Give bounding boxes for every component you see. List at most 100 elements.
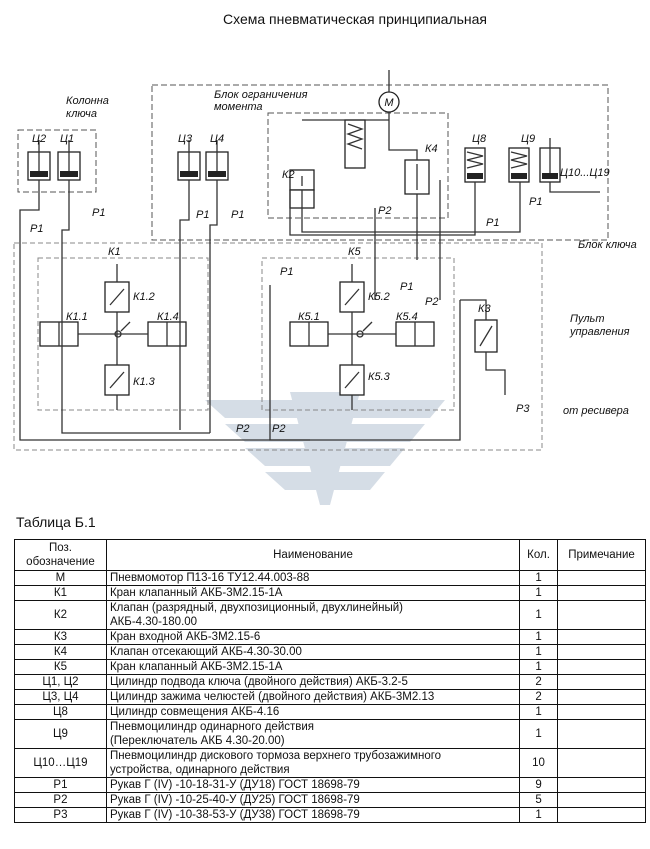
cell-name: Рукав Г (IV) -10-25-40-У (ДУ25) ГОСТ 186… — [105, 792, 521, 808]
cylinder-c10-c19 — [539, 138, 561, 183]
schematic-title: Схема пневматическая принципиальная — [223, 11, 487, 27]
svg-text:M: M — [384, 97, 394, 109]
cell-qty: 5 — [519, 792, 559, 808]
label-c3: Ц3 — [178, 133, 193, 145]
cylinder-c9 — [508, 147, 530, 183]
label-pult-l1: Пульт — [570, 313, 605, 325]
valve-k3 — [474, 319, 498, 353]
label-k4: К4 — [425, 143, 438, 155]
label-c10: Ц10...Ц19 — [560, 167, 610, 179]
valve-k5-3 — [339, 364, 365, 396]
cell-pos: Ц3, Ц4 — [14, 689, 107, 705]
cell-note — [557, 719, 646, 749]
label-c1: Ц1 — [60, 133, 74, 145]
cell-qty: 1 — [519, 570, 559, 586]
cell-name: Клапан отсекающий АКБ-4.30-30.00 — [105, 644, 521, 660]
cylinder-c3 — [177, 140, 201, 181]
pipelines — [19, 70, 600, 441]
cell-name: Цилиндр подвода ключа (двойного действия… — [105, 674, 521, 690]
label-c8: Ц8 — [472, 133, 487, 145]
cell-pos: К4 — [14, 644, 107, 660]
valve-k1-2 — [104, 281, 130, 313]
cell-pos: Ц1, Ц2 — [14, 674, 107, 690]
table-caption: Таблица Б.1 — [16, 514, 96, 530]
cell-qty: 1 — [519, 585, 559, 601]
cell-pos: Ц10…Ц19 — [14, 748, 107, 778]
label-p2-a: Р2 — [378, 205, 391, 217]
cell-qty: 1 — [519, 600, 559, 630]
label-c9: Ц9 — [521, 133, 535, 145]
cell-note — [557, 644, 646, 660]
cell-qty: 1 — [519, 629, 559, 645]
blok-ogranicheniya-outline — [267, 112, 449, 219]
label-k11: К1.1 — [66, 311, 88, 323]
motor-m: M — [378, 91, 400, 113]
label-c4: Ц4 — [210, 133, 224, 145]
label-k1: К1 — [108, 246, 121, 258]
label-p1-b: Р1 — [92, 207, 105, 219]
label-k13: К1.3 — [133, 376, 156, 388]
label-p1-a: Р1 — [30, 223, 43, 235]
cell-name: Кран клапанный АКБ-3М2.15-1А — [105, 659, 521, 675]
cell-pos: Р2 — [14, 792, 107, 808]
valve-k1-3 — [104, 364, 130, 396]
label-blok-klyucha: Блок ключа — [578, 239, 637, 251]
cell-qty: 1 — [519, 704, 559, 720]
table-header-row: Поз. обозначение Наименование Кол. Приме… — [14, 539, 646, 571]
label-p2-b: Р2 — [425, 296, 438, 308]
label-p1-g: Р1 — [280, 266, 293, 278]
label-pult-l2: управления — [569, 326, 630, 338]
label-k52: К5.2 — [368, 291, 390, 303]
cell-note — [557, 689, 646, 705]
cell-note — [557, 777, 646, 793]
label-k3: К3 — [478, 303, 491, 315]
cell-pos: Ц9 — [14, 719, 107, 749]
cell-name: Пневмоцилиндр одинарного действия (Перек… — [105, 719, 521, 749]
handle-k5 — [356, 321, 373, 338]
label-k54: К5.4 — [396, 311, 418, 323]
cell-note — [557, 704, 646, 720]
k1-group-outline — [37, 257, 209, 411]
header-note: Примечание — [557, 539, 646, 571]
cell-qty: 1 — [519, 644, 559, 660]
kolonna-block-outline — [17, 129, 97, 193]
label-k14: К1.4 — [157, 311, 179, 323]
cell-note — [557, 674, 646, 690]
cell-qty: 2 — [519, 689, 559, 705]
label-kolonna-l1: Колонна — [66, 95, 109, 107]
cell-name: Пневмомотор П13-16 ТУ12.44.003-88 — [105, 570, 521, 586]
cell-name: Кран клапанный АКБ-3М2.15-1А — [105, 585, 521, 601]
cell-qty: 9 — [519, 777, 559, 793]
control-panel-outline-left — [13, 242, 543, 451]
label-blok-ogr-l1: Блок ограничения — [214, 89, 308, 101]
cell-name: Пневмоцилиндр дискового тормоза верхнего… — [105, 748, 521, 778]
label-ot-resivera: от ресивера — [563, 405, 629, 417]
cell-pos: Ц8 — [14, 704, 107, 720]
cell-pos: К5 — [14, 659, 107, 675]
cell-name: Рукав Г (IV) -10-38-53-У (ДУ38) ГОСТ 186… — [105, 807, 521, 823]
cylinder-c8 — [464, 147, 486, 183]
cell-qty: 2 — [519, 674, 559, 690]
cell-pos: М — [14, 570, 107, 586]
cell-note — [557, 659, 646, 675]
label-p2-c: Р2 — [236, 423, 249, 435]
cell-qty: 10 — [519, 748, 559, 778]
label-p3: Р3 — [516, 403, 530, 415]
label-p1-f: Р1 — [529, 196, 542, 208]
cell-pos: К2 — [14, 600, 107, 630]
label-k12: К1.2 — [133, 291, 155, 303]
cell-name: Цилиндр совмещения АКБ-4.16 — [105, 704, 521, 720]
cell-pos: Р3 — [14, 807, 107, 823]
cell-note — [557, 629, 646, 645]
valve-k5-4 — [395, 321, 435, 347]
label-kolonna-l2: ключа — [66, 108, 97, 120]
